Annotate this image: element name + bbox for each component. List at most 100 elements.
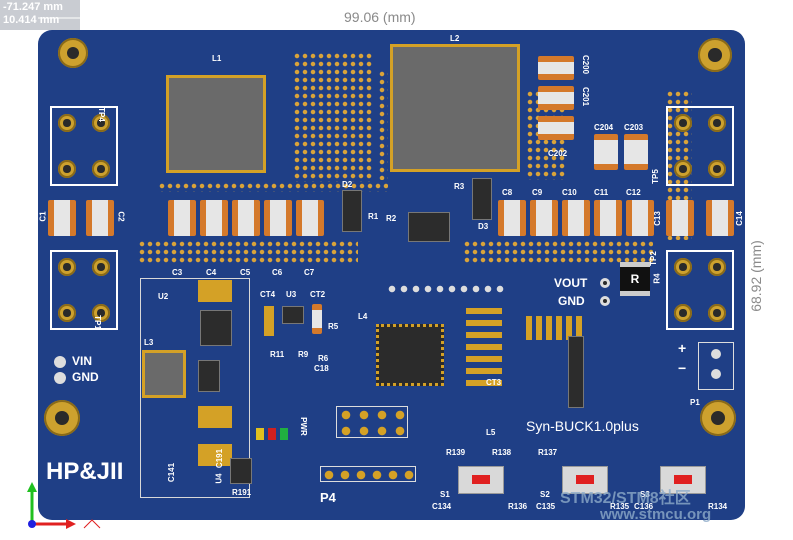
- test-point-tp5: [666, 106, 734, 186]
- label-c6: C6: [272, 268, 283, 277]
- label-l4: L4: [358, 312, 368, 321]
- label-r2: R2: [386, 214, 397, 223]
- diode-d3: [472, 178, 492, 220]
- label-l2: L2: [450, 34, 460, 43]
- ic-u4: [230, 458, 252, 484]
- board-logo: HP&JII: [46, 458, 124, 485]
- label-s3: S3: [640, 490, 650, 499]
- cursor-y: 10.414 mm: [3, 14, 60, 26]
- dimension-width-label: 99.06 (mm): [340, 9, 420, 25]
- label-r191: R191: [232, 488, 252, 497]
- via-field-row-right: [463, 240, 653, 264]
- mcu-ic: [376, 324, 444, 386]
- inductor-l2: [390, 44, 520, 172]
- capacitor-c5: [232, 200, 260, 236]
- pcb-board: TP4 TP1 TP5 TP2 L1 L2 C202 C200 C201 C20…: [38, 30, 745, 520]
- label-c3: C3: [172, 268, 183, 277]
- label-r138: R138: [492, 448, 512, 457]
- label-s2: S2: [540, 490, 550, 499]
- label-ct4: CT4: [260, 290, 276, 299]
- cursor-coordinate-readout: -71.247 mm 10.414 mm: [0, 0, 80, 30]
- inductor-l1: [166, 75, 266, 173]
- label-r134: R134: [708, 502, 728, 511]
- label-minus: −: [678, 360, 687, 376]
- label-l1: L1: [212, 54, 222, 63]
- label-c10: C10: [562, 188, 577, 197]
- mounting-hole-tr: [698, 38, 732, 72]
- button-s1[interactable]: [458, 466, 504, 494]
- label-ct2: CT2: [310, 290, 326, 299]
- label-l5: L5: [486, 428, 496, 437]
- header-pins-top-row: [386, 278, 506, 300]
- label-gnd-out: GND: [558, 294, 585, 308]
- label-s1: S1: [440, 490, 450, 499]
- cursor-x: -71.247 mm: [3, 1, 63, 13]
- capacitor-c10: [562, 200, 590, 236]
- via-field-row-mid: [138, 240, 358, 264]
- label-r9: R9: [298, 350, 309, 359]
- aux-supply-outline: [140, 278, 250, 498]
- ic-u3: [282, 306, 304, 324]
- label-c7: C7: [304, 268, 315, 277]
- pad-aux-1: [198, 280, 232, 302]
- label-r5: R5: [328, 322, 339, 331]
- vout-pad: [600, 278, 610, 288]
- header-p4: [320, 466, 416, 482]
- board-title: Syn-BUCK1.0plus: [526, 418, 639, 434]
- capacitor-c200: [538, 56, 574, 80]
- capacitor-c204: [594, 134, 618, 170]
- capacitor-c201: [538, 86, 574, 110]
- label-c134: C134: [432, 502, 452, 511]
- via-field-top-center: [378, 70, 388, 180]
- gnd-out-pad: [600, 296, 610, 306]
- diode-aux: [198, 360, 220, 392]
- label-r6: R6: [318, 354, 329, 363]
- label-r139: R139: [446, 448, 466, 457]
- label-vout: VOUT: [554, 276, 588, 290]
- header-p2: [336, 406, 408, 438]
- gnd-in-pad: [54, 372, 66, 384]
- mosfet-u1: [408, 212, 450, 242]
- label-c11: C11: [594, 188, 609, 197]
- button-s2[interactable]: [562, 466, 608, 494]
- via-field-row-left: [158, 182, 388, 192]
- button-s3[interactable]: [660, 466, 706, 494]
- label-r11: R11: [270, 350, 285, 359]
- label-u2: U2: [158, 292, 169, 301]
- ic-u2: [200, 310, 232, 346]
- label-r136: R136: [508, 502, 528, 511]
- label-c204: C204: [594, 123, 614, 132]
- label-c202: C202: [548, 149, 568, 158]
- label-c8: C8: [502, 188, 513, 197]
- capacitor-c6: [264, 200, 292, 236]
- label-c12: C12: [626, 188, 641, 197]
- label-d3: D3: [478, 222, 489, 231]
- test-point-tp2: [666, 250, 734, 330]
- label-c203: C203: [624, 123, 644, 132]
- label-c18: C18: [314, 364, 329, 373]
- mounting-hole-tl: [58, 38, 88, 68]
- ic-opamp: [568, 336, 584, 408]
- label-l3: L3: [144, 338, 154, 347]
- capacitor-c1: [48, 200, 76, 236]
- label-vin: VIN: [72, 354, 93, 368]
- watermark-url: www.stmcu.org: [600, 506, 712, 523]
- capacitor-c12: [626, 200, 654, 236]
- connector-p1: [698, 342, 734, 390]
- label-c4: C4: [206, 268, 217, 277]
- label-c9: C9: [532, 188, 543, 197]
- watermark-text: STM32/STM8社区: [560, 490, 691, 507]
- label-r1: R1: [368, 212, 379, 221]
- pad-ct4: [264, 306, 274, 336]
- label-p4: P4: [320, 490, 336, 505]
- label-r137: R137: [538, 448, 558, 457]
- capacitor-c4: [200, 200, 228, 236]
- capacitor-c14: [706, 200, 734, 236]
- inductor-l3: [142, 350, 186, 398]
- led-ct3: [280, 428, 288, 440]
- capacitor-c3: [168, 200, 196, 236]
- label-c135: C135: [536, 502, 556, 511]
- resistor-array-mid: [466, 308, 502, 388]
- label-gnd-in: GND: [72, 370, 99, 384]
